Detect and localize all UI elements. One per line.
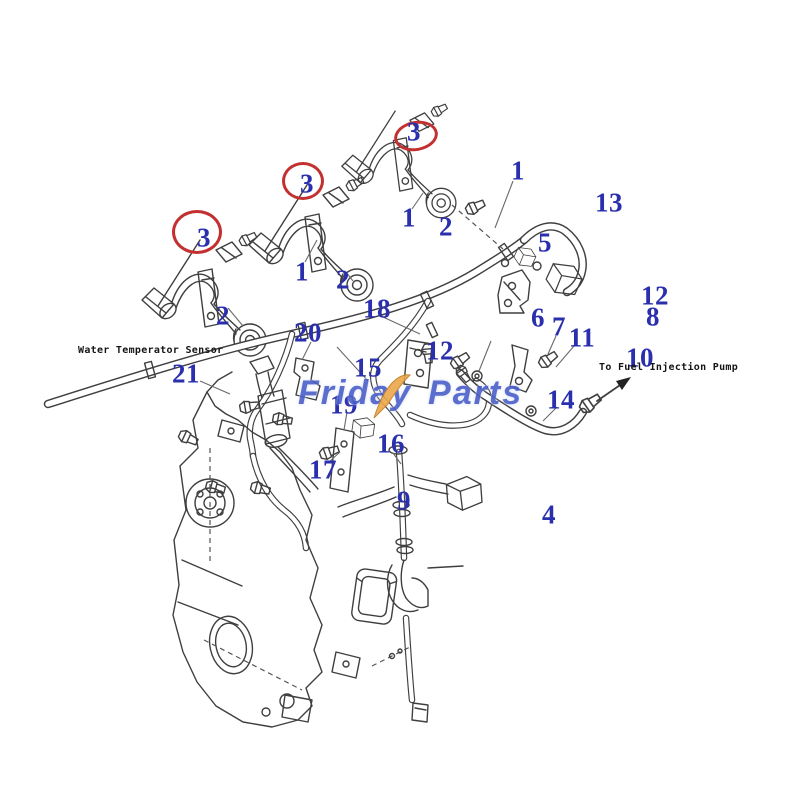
watermark-parts-text: Parts	[428, 374, 524, 412]
fuel-injection-pump-label: To Fuel Injection Pump	[599, 362, 739, 373]
water-temp-sensor-label: Water Temperator Sensor	[78, 345, 224, 356]
watermark: Friday Parts	[298, 374, 524, 419]
watermark-swoosh-icon	[373, 374, 412, 419]
fuel-pump-arrow	[596, 377, 631, 402]
